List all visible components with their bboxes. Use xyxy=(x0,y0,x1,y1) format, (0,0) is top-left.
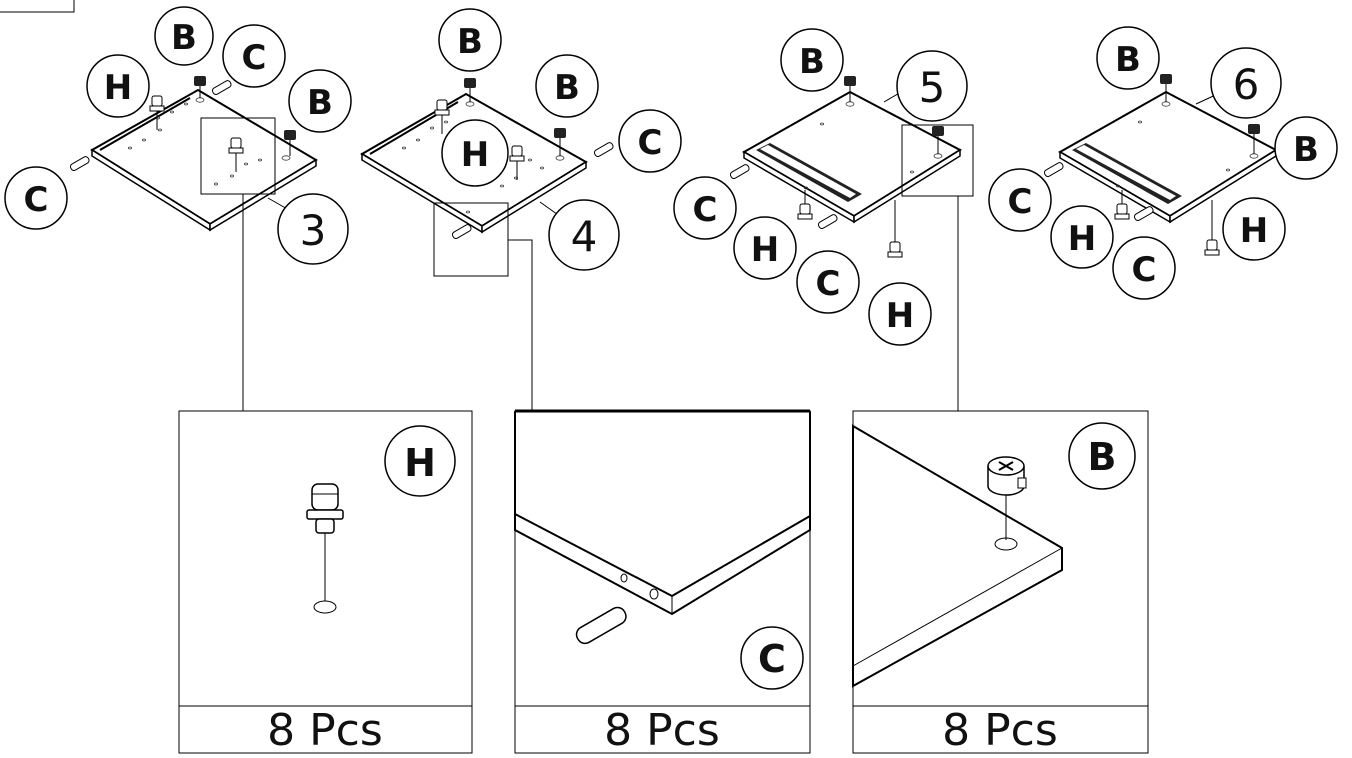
dowel-icon xyxy=(451,224,472,239)
step-6-hardware xyxy=(1043,74,1260,256)
screw-icon xyxy=(228,137,244,172)
screw-icon xyxy=(1204,200,1220,256)
step-3-hardware xyxy=(69,76,296,172)
screw-icon xyxy=(797,190,813,220)
step-6-callouts: B 6 B C H H C xyxy=(988,26,1338,300)
cam-lock-detail-icon xyxy=(987,456,1027,496)
dowel-icon xyxy=(211,80,232,95)
step-number-3: 3 xyxy=(300,206,327,255)
dowel-icon xyxy=(817,214,838,229)
cam-lock-icon xyxy=(932,126,944,154)
callout-c: C xyxy=(816,264,841,304)
step-number-5: 5 xyxy=(919,63,946,112)
cam-lock-icon xyxy=(1248,124,1260,154)
callout-b: B xyxy=(1293,130,1319,170)
cam-lock-icon xyxy=(464,78,476,102)
cam-lock-icon xyxy=(284,130,296,156)
callout-h: H xyxy=(461,135,489,175)
detail-callout-h: H xyxy=(404,441,436,485)
callout-b: B xyxy=(799,42,825,82)
screw-icon xyxy=(1114,190,1130,220)
cam-lock-icon xyxy=(194,76,206,98)
screw-icon xyxy=(434,99,450,134)
callout-c: C xyxy=(24,180,49,220)
detail-box-dowel: C 8 Pcs xyxy=(514,409,811,756)
screw-icon xyxy=(509,145,525,180)
detail-quantity-b: 8 Pcs xyxy=(942,705,1058,756)
callout-c: C xyxy=(693,190,718,230)
step-4-callouts: B B C H 4 xyxy=(438,8,682,271)
cam-lock-icon xyxy=(1160,74,1172,102)
callout-h: H xyxy=(104,68,132,108)
callout-h: H xyxy=(886,296,914,336)
step-3-panel xyxy=(90,88,318,232)
step-number-4: 4 xyxy=(571,212,598,261)
screw-icon xyxy=(149,95,165,130)
dowel-icon xyxy=(729,164,750,180)
dowel-icon xyxy=(1043,162,1064,177)
cam-lock-icon xyxy=(554,128,566,156)
detail-box-screw: H 8 Pcs xyxy=(178,410,473,756)
dowel-icon xyxy=(593,142,614,157)
callout-b: B xyxy=(1115,40,1141,80)
callout-c: C xyxy=(1008,182,1033,222)
detail-callout-b: B xyxy=(1088,435,1117,479)
dowel-icon xyxy=(1133,206,1154,221)
callout-h: H xyxy=(1240,211,1268,251)
screw-detail-icon xyxy=(306,483,344,614)
callout-c: C xyxy=(1132,250,1157,290)
callout-h: H xyxy=(1068,219,1096,259)
step-3-callouts: B C H B C 3 xyxy=(4,6,352,265)
cam-lock-icon xyxy=(844,76,856,102)
step-number-6: 6 xyxy=(1233,60,1260,109)
callout-b: B xyxy=(307,83,333,123)
callout-c: C xyxy=(242,38,267,78)
callout-b: B xyxy=(554,68,580,108)
callout-c: C xyxy=(638,123,663,163)
step-5-panel xyxy=(741,90,974,224)
detail-box-cam-lock: B 8 Pcs xyxy=(852,410,1149,756)
step-5-hardware xyxy=(729,76,944,258)
screw-icon xyxy=(887,200,903,258)
step-4-hardware xyxy=(434,78,614,239)
step-6-panel xyxy=(1057,90,1279,224)
detail-quantity-c: 8 Pcs xyxy=(604,705,720,756)
callout-b: B xyxy=(457,22,483,62)
callout-b: B xyxy=(171,18,197,58)
dowel-detail-icon xyxy=(575,606,627,645)
callout-h: H xyxy=(751,230,779,270)
detail-callout-c: C xyxy=(758,637,786,681)
step-5-callouts: B 5 C H C H xyxy=(673,28,968,346)
corner-tab xyxy=(0,0,75,13)
detail-quantity-h: 8 Pcs xyxy=(267,705,383,756)
dowel-icon xyxy=(69,156,90,171)
leader-lines xyxy=(242,194,959,411)
